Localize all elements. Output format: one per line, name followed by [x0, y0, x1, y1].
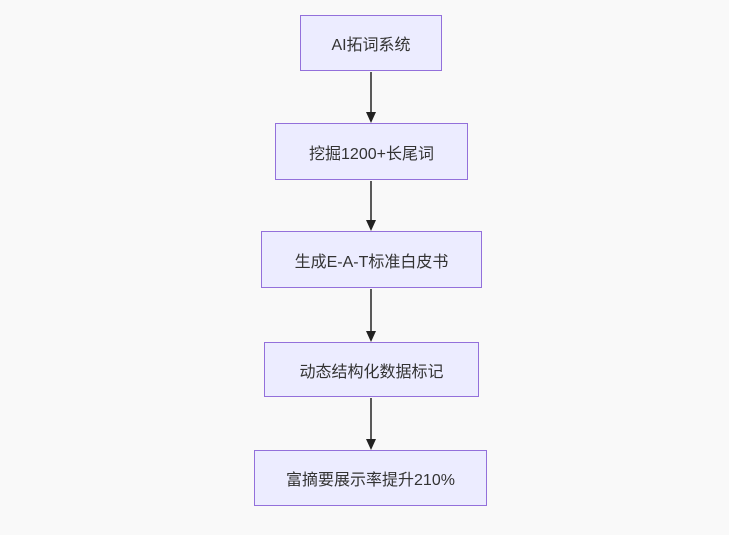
flow-node-label: AI拓词系统 — [331, 37, 411, 54]
edge-connector — [370, 181, 372, 221]
arrow-down-icon — [366, 331, 376, 342]
flow-node-longtail-mining: 挖掘1200+长尾词 — [275, 123, 468, 180]
flow-node-label: 富摘要展示率提升210% — [286, 472, 455, 489]
arrow-down-icon — [366, 439, 376, 450]
flow-node-label: 挖掘1200+长尾词 — [309, 145, 434, 163]
flow-node-ai-word-expansion: AI拓词系统 — [300, 15, 442, 71]
flow-node-label: 生成E-A-T标准白皮书 — [294, 253, 449, 271]
flow-node-rich-snippet-rate: 富摘要展示率提升210% — [254, 450, 487, 506]
arrow-down-icon — [366, 112, 376, 123]
flow-node-eat-whitepaper: 生成E-A-T标准白皮书 — [261, 231, 482, 288]
edge-connector — [370, 72, 372, 113]
flow-node-label: 动态结构化数据标记 — [299, 363, 444, 381]
flow-node-structured-data-markup: 动态结构化数据标记 — [264, 342, 479, 397]
edge-connector — [370, 289, 372, 332]
edge-connector — [370, 398, 372, 440]
arrow-down-icon — [366, 220, 376, 231]
